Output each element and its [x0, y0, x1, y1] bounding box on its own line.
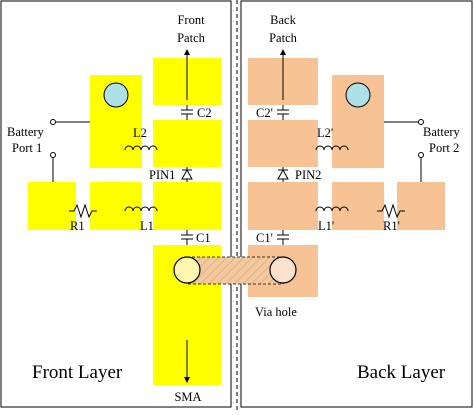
back-inductor-l1-label: L1'	[318, 219, 334, 233]
back-cap-c2-label: C2'	[256, 106, 273, 120]
back-cap-c1-label: C1'	[256, 231, 273, 245]
front-pin-label: PIN1	[149, 168, 175, 182]
back-inductor-l2	[315, 145, 349, 151]
front-cap-c1-label: C1	[196, 231, 211, 245]
front-inductor-l1	[124, 206, 158, 212]
back-battery-label-line2: Port 2	[429, 141, 459, 155]
front-via-circle	[103, 82, 129, 108]
front-resistor-r1	[69, 203, 97, 219]
back-patch-label-line2: Patch	[269, 31, 298, 45]
front-inductor-l2-label: L2	[133, 126, 147, 140]
back-l1-pad	[332, 182, 384, 230]
back-patch-label-line1: Back	[270, 13, 296, 27]
back-inductor-l2-label: L2'	[317, 126, 333, 140]
front-layer-title: Front Layer	[32, 362, 123, 383]
via-hole-label: Via hole	[255, 305, 297, 319]
back-middle-pad	[248, 120, 318, 167]
front-capacitor-c1	[181, 230, 193, 245]
front-cap-c2-label: C2	[197, 106, 212, 120]
front-patch-label-line1: Front	[177, 13, 205, 27]
front-battery-label-line2: Port 1	[12, 141, 42, 155]
front-pin-diode	[181, 167, 193, 182]
back-battery-label-line1: Battery	[423, 125, 461, 139]
front-battery-port-wire	[50, 119, 90, 182]
back-pin-diode	[277, 167, 289, 182]
front-patch-label-line2: Patch	[177, 31, 206, 45]
front-left-pad	[28, 182, 76, 230]
back-battery-port-wire	[384, 119, 424, 182]
front-middle-pad	[153, 120, 221, 167]
front-battery-label-line1: Battery	[7, 125, 45, 139]
sma-label: SMA	[174, 390, 201, 404]
back-layer-title: Back Layer	[357, 362, 446, 383]
front-l1-pad	[90, 182, 142, 230]
back-capacitor-c1	[277, 230, 289, 245]
back-inductor-l1	[315, 206, 349, 212]
back-layer-pads	[248, 58, 445, 297]
via-hole-connector	[173, 256, 297, 285]
front-pin-pad	[153, 182, 221, 230]
back-resistor-r1	[377, 203, 405, 219]
back-pin-label: PIN2	[295, 168, 321, 182]
back-capacitor-c2	[277, 105, 289, 120]
front-inductor-l2	[124, 145, 158, 151]
back-right-pad	[397, 182, 445, 230]
back-resistor-label: R1'	[383, 219, 400, 233]
back-pin-pad	[248, 182, 318, 230]
front-inductor-l1-label: L1	[140, 219, 154, 233]
front-resistor-label: R1	[70, 219, 85, 233]
front-capacitor-c2	[181, 105, 193, 120]
back-via-circle	[345, 82, 371, 108]
